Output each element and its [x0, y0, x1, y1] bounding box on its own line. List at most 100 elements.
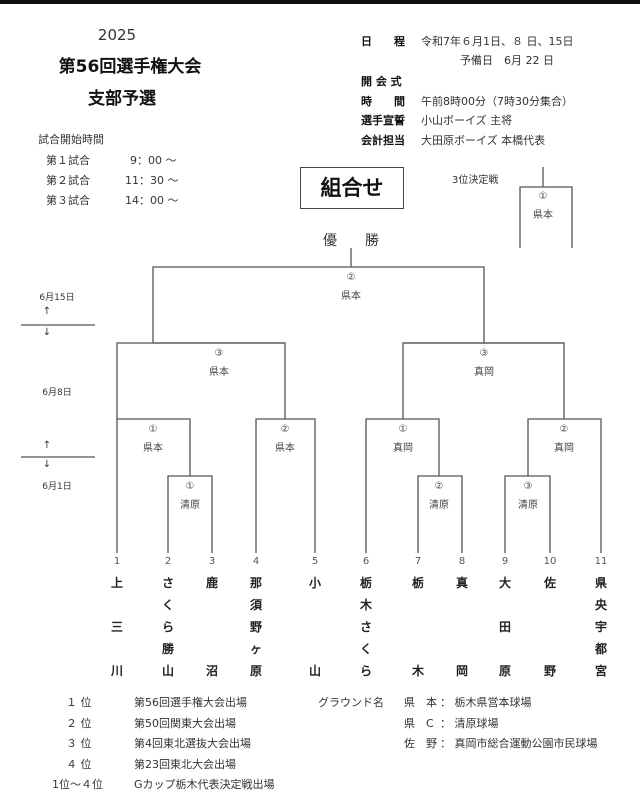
rank-description: 第50回関東大会出場 [134, 716, 236, 730]
team-name: 上三川 [107, 572, 127, 682]
game-label: 第１試合 [46, 154, 90, 167]
start-times-heading: 試合開始時間 [38, 133, 104, 146]
team-name-char [305, 594, 325, 616]
team-number: 4 [252, 556, 260, 567]
team-name: 佐野 [540, 572, 560, 682]
team-name-char: 野 [249, 620, 262, 634]
team-name-char: さ [359, 620, 372, 634]
team-name-char: く [161, 598, 174, 612]
game-time: 14：00 ～ [125, 194, 179, 207]
ground-short: 佐 野 [404, 737, 437, 750]
arrow-up-icon: ↑ [42, 306, 52, 317]
team-name-char: 那 [249, 576, 262, 590]
team-name-char: 沼 [205, 664, 218, 678]
team-name-char: 真 [455, 576, 468, 590]
accounting-value: 大田原ボーイズ 本橋代表 [421, 134, 546, 147]
champion-label: 優 勝 [323, 233, 379, 249]
game-label: 第２試合 [46, 174, 90, 187]
team-name-char: 大 [498, 576, 511, 590]
team-name-char: 木 [359, 598, 372, 612]
team-name: 県央宇都宮 [591, 572, 611, 682]
team-name-char [202, 594, 222, 616]
quarter-lines [116, 418, 602, 553]
opening-label: 開 会 式 [361, 75, 402, 88]
time-label: 時 間 [361, 95, 405, 108]
team-name-char: 上 [110, 576, 123, 590]
team-name-char [107, 638, 127, 660]
arrow-down-icon: ↓ [42, 459, 52, 470]
team-name-char: 鹿 [205, 576, 218, 590]
team-name-char: 山 [308, 664, 321, 678]
rank-description: 第23回東北大会出場 [134, 757, 236, 771]
rank-label: ４ 位 [66, 757, 92, 771]
final-lines [152, 248, 485, 343]
team-number: 1 [113, 556, 121, 567]
ground-short: 県 本 [404, 696, 437, 709]
team-name-char [408, 638, 428, 660]
team-number: 2 [164, 556, 172, 567]
game-label: 第３試合 [46, 194, 90, 207]
first-round-lines [167, 475, 551, 553]
ground-name: ： 栃木県営本球場 [440, 696, 532, 709]
team-name-char [540, 594, 560, 616]
team-name: 那須野ヶ原 [246, 572, 266, 682]
team-name-char [305, 638, 325, 660]
accounting-label: 会計担当 [361, 134, 405, 147]
rank-label: ３ 位 [66, 737, 92, 750]
team-name-char: 小 [308, 576, 321, 590]
team-name-char: く [359, 642, 372, 656]
oath-value: 小山ボーイズ 主将 [421, 114, 513, 127]
team-name-char: 佐 [543, 576, 556, 590]
date-label: 6月1日 [42, 482, 72, 492]
team-name-char: 栃 [359, 576, 372, 590]
team-name: 鹿沼 [202, 572, 222, 682]
team-name-char [408, 594, 428, 616]
team-name: 栃木 [408, 572, 428, 682]
reserve-day: 予備日 6月 22 日 [460, 54, 554, 67]
team-name-char [495, 594, 515, 616]
team-name-char [202, 638, 222, 660]
team-number: 3 [208, 556, 216, 567]
arrow-up-icon: ↑ [42, 440, 52, 451]
bracket-title: 組合せ [300, 167, 404, 209]
team-name-char: 山 [161, 664, 174, 678]
team-name: 真岡 [452, 572, 472, 682]
page-title: 第56回選手権大会 [58, 57, 202, 77]
team-number: 11 [594, 556, 608, 567]
schedule-value: 令和7年６月1日、８ 日、15日 [421, 35, 574, 48]
team-name-char: ら [161, 620, 174, 634]
team-name-char: 県 [594, 576, 607, 590]
date-dividers [21, 324, 95, 458]
team-name-char [202, 616, 222, 638]
team-name-char: 宮 [594, 664, 607, 678]
team-name-char [452, 594, 472, 616]
team-name-char: 岡 [455, 664, 468, 678]
team-name: さくら勝山 [158, 572, 178, 682]
team-number: 8 [458, 556, 466, 567]
team-name-char: 木 [411, 664, 424, 678]
team-name-char: 川 [110, 664, 123, 678]
team-name-char: 勝 [161, 642, 174, 656]
team-number: 6 [362, 556, 370, 567]
team-name-char: 田 [498, 620, 511, 634]
ground-short: 県 C [404, 716, 434, 730]
team-name-char [540, 616, 560, 638]
team-name-char: 原 [249, 664, 262, 678]
team-name-char: 三 [110, 620, 123, 634]
date-label: 6月15日 [39, 293, 75, 303]
top-bar [0, 0, 640, 4]
team-number: 9 [501, 556, 509, 567]
oath-label: 選手宣誓 [361, 114, 405, 127]
ground-label: グラウンド名 [318, 696, 384, 709]
